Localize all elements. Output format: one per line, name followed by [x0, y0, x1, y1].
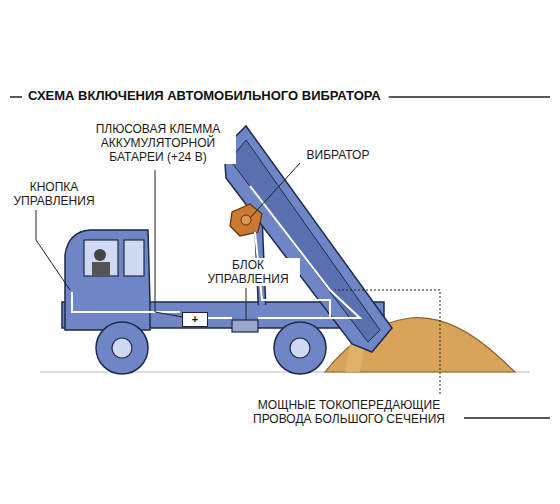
button-label: КНОПКА УПРАВЛЕНИЯ: [4, 180, 104, 208]
vibrator-label: ВИБРАТОР: [296, 148, 380, 162]
terminal-sign: +: [192, 313, 198, 325]
battery-box: +: [182, 312, 208, 327]
control-unit-label: БЛОК УПРАВЛЕНИЯ: [196, 258, 300, 286]
battery-terminal-label: ПЛЮСОВАЯ КЛЕММА АККУМУЛЯТОРНОЙ БАТАРЕИ (…: [80, 122, 236, 164]
wires-label: МОЩНЫЕ ТОКОПЕРЕДАЮЩИЕ ПРОВОДА БОЛЬШОГО С…: [234, 398, 464, 426]
diagram-title: СХЕМА ВКЛЮЧЕНИЯ АВТОМОБИЛЬНОГО ВИБРАТОРА: [24, 88, 385, 103]
